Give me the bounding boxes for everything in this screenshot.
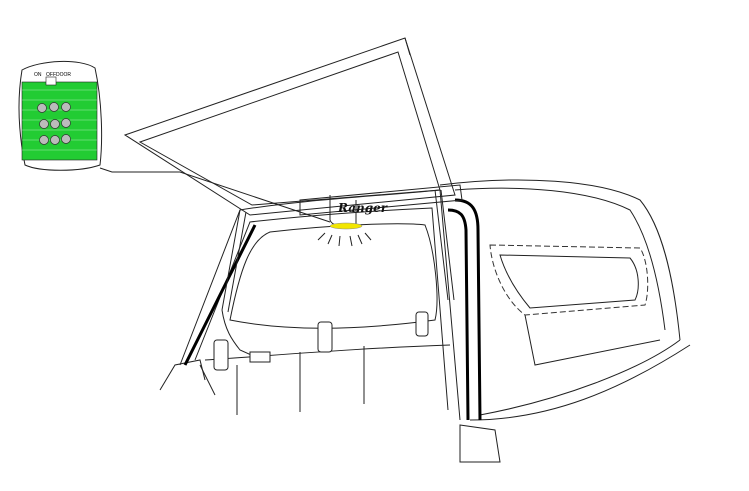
dome-light: [317, 222, 372, 247]
cap-shell: [159, 179, 691, 463]
clamps: [213, 309, 429, 415]
connector: [249, 351, 271, 363]
rear-window-door: [123, 37, 456, 216]
led-grid: [21, 81, 98, 161]
callout-line: [99, 167, 331, 223]
switch-label-on: ON: [34, 72, 42, 78]
wiring: [183, 198, 482, 421]
brand-logo-bar: Ranger: [299, 184, 463, 226]
gas-struts: [221, 189, 455, 313]
switch-label-off: OFF: [46, 72, 56, 78]
brand-logo: Ranger: [337, 201, 389, 215]
switch-label-door: DOOR: [56, 72, 71, 78]
switch-panel[interactable]: ON OFF DOOR: [18, 60, 103, 171]
switch-toggle[interactable]: [45, 76, 57, 86]
led-buttons: [37, 102, 71, 145]
